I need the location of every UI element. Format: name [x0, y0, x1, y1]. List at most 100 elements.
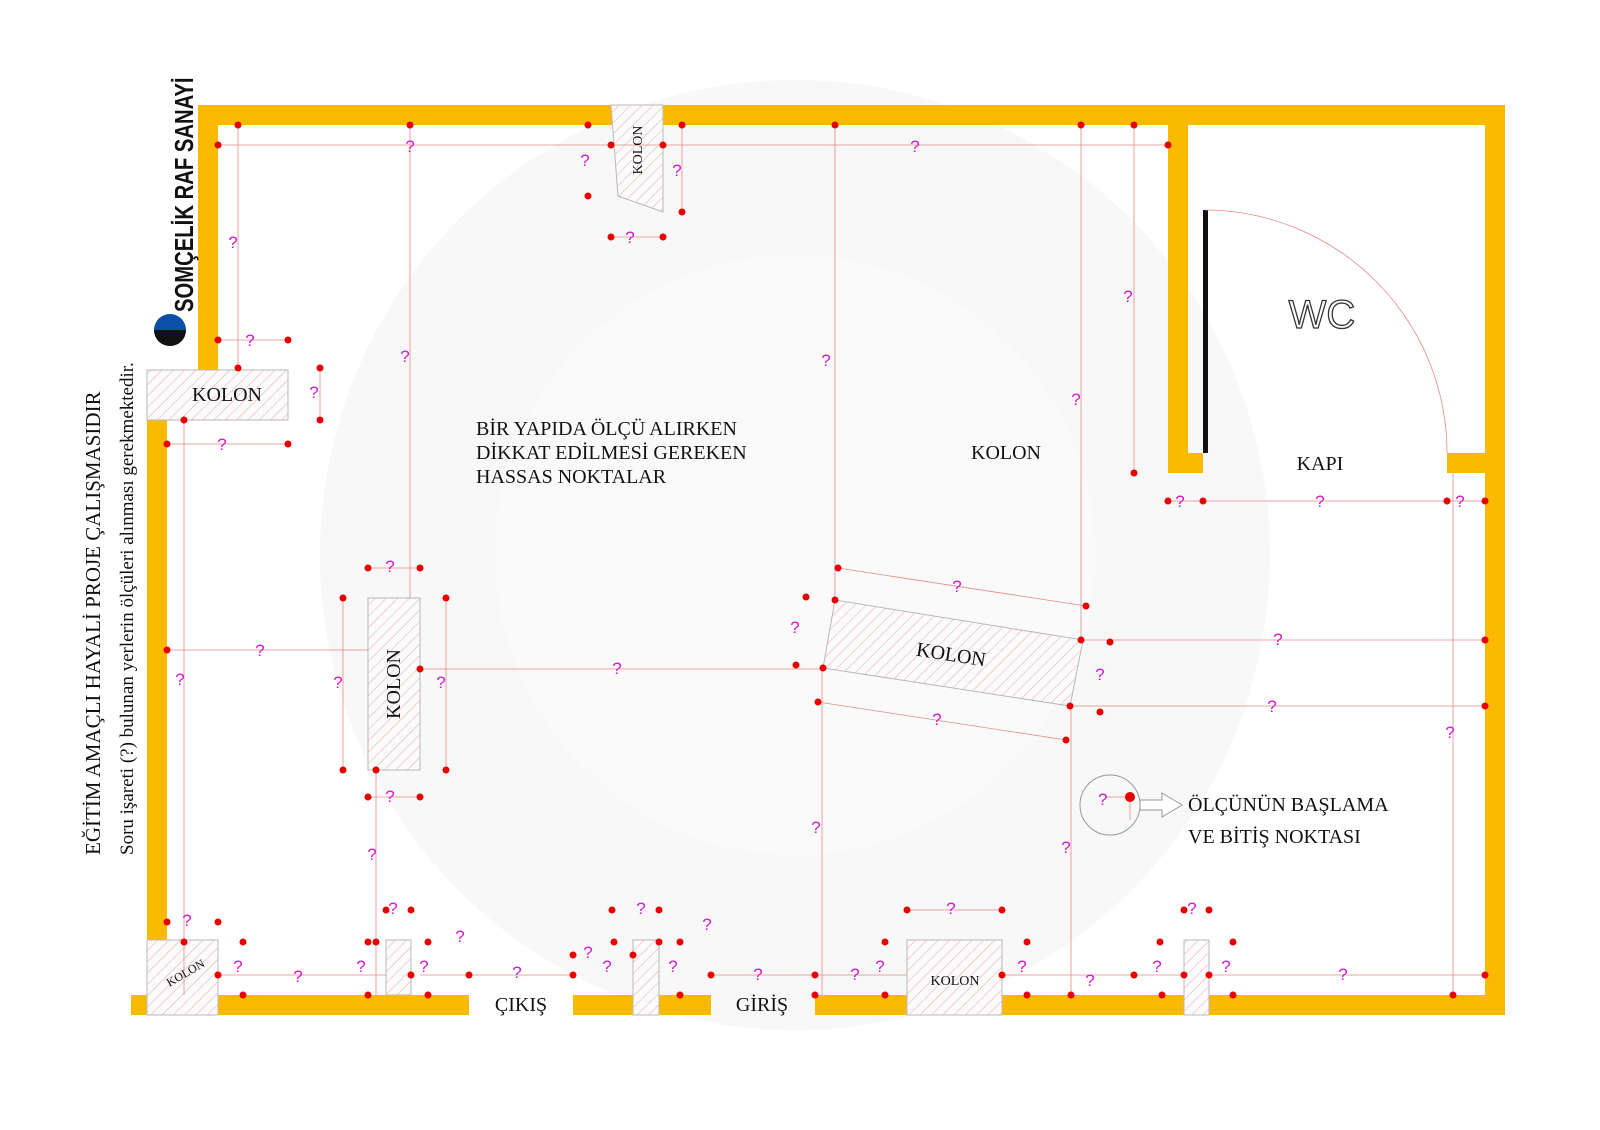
- measure-point: [372, 766, 380, 774]
- measure-point: [811, 991, 819, 999]
- question-mark: ?: [1152, 957, 1161, 976]
- question-mark: ?: [1273, 630, 1282, 649]
- question-mark: ?: [668, 957, 677, 976]
- question-mark: ?: [910, 137, 919, 156]
- measure-point: [610, 938, 618, 946]
- heading-line: DİKKAT EDİLMESİ GEREKEN: [476, 441, 747, 464]
- measure-point: [584, 121, 592, 129]
- measure-point: [1130, 121, 1138, 129]
- measure-point: [372, 938, 380, 946]
- measure-point: [629, 951, 637, 959]
- measure-point: [1096, 708, 1104, 716]
- legend-question-mark: ?: [1098, 790, 1107, 809]
- kolon-label: KOLON: [971, 442, 1041, 464]
- question-mark: ?: [1338, 965, 1347, 984]
- measure-point: [214, 141, 222, 149]
- measure-point: [1023, 938, 1031, 946]
- question-mark: ?: [946, 899, 955, 918]
- measure-point: [234, 121, 242, 129]
- measure-point: [834, 564, 842, 572]
- question-mark: ?: [1085, 971, 1094, 990]
- measure-point: [1067, 991, 1075, 999]
- measure-point: [676, 991, 684, 999]
- question-mark: ?: [612, 659, 621, 678]
- question-mark: ?: [309, 383, 318, 402]
- measure-point: [1205, 906, 1213, 914]
- question-mark: ?: [385, 787, 394, 806]
- measure-point: [1062, 736, 1070, 744]
- measure-point: [792, 661, 800, 669]
- question-mark: ?: [333, 673, 342, 692]
- measure-point: [608, 906, 616, 914]
- column-top: [610, 104, 664, 213]
- legend-line: VE BİTİŞ NOKTASI: [1188, 825, 1361, 848]
- question-mark: ?: [228, 233, 237, 252]
- door-label: KAPI: [1297, 453, 1344, 475]
- measure-point: [1164, 497, 1172, 505]
- question-mark: ?: [1123, 287, 1132, 306]
- measure-point: [802, 593, 810, 601]
- question-mark: ?: [1267, 697, 1276, 716]
- measure-point: [1077, 636, 1085, 644]
- question-mark: ?: [182, 911, 191, 930]
- measure-point: [659, 233, 667, 241]
- question-mark: ?: [217, 435, 226, 454]
- question-mark: ?: [293, 967, 302, 986]
- question-mark: ?: [636, 899, 645, 918]
- legend-line: ÖLÇÜNÜN BAŞLAMA: [1188, 793, 1389, 816]
- question-mark: ?: [245, 331, 254, 350]
- measure-point: [831, 596, 839, 604]
- measure-point: [163, 646, 171, 654]
- question-mark: ?: [1445, 723, 1454, 742]
- measure-point: [1106, 638, 1114, 646]
- question-mark: ?: [1071, 390, 1080, 409]
- measure-point: [998, 971, 1006, 979]
- measure-point: [607, 141, 615, 149]
- measure-point: [339, 766, 347, 774]
- measure-point: [407, 906, 415, 914]
- measure-point: [180, 938, 188, 946]
- measure-point: [1130, 469, 1138, 477]
- measure-point: [407, 971, 415, 979]
- measure-point: [655, 938, 663, 946]
- measure-point: [364, 938, 372, 946]
- dimension-line: [817, 701, 1067, 741]
- kolon-label: KOLON: [383, 649, 405, 719]
- question-mark: ?: [702, 915, 711, 934]
- question-mark: ?: [1455, 492, 1464, 511]
- measure-point: [234, 364, 242, 372]
- measure-point: [676, 938, 684, 946]
- measure-point: [998, 906, 1006, 914]
- measure-point: [811, 971, 819, 979]
- wc-label: WC: [1289, 293, 1356, 337]
- measure-point: [814, 698, 822, 706]
- legend: ? ÖLÇÜNÜN BAŞLAMA VE BİTİŞ NOKTASI: [1079, 774, 1389, 848]
- arrow-right-icon: [1139, 792, 1183, 818]
- measure-point: [364, 564, 372, 572]
- measure-point: [239, 991, 247, 999]
- question-mark: ?: [753, 965, 762, 984]
- measure-point: [424, 991, 432, 999]
- measure-point: [339, 594, 347, 602]
- question-mark: ?: [932, 710, 941, 729]
- question-mark: ?: [1187, 899, 1196, 918]
- measure-point: [1229, 991, 1237, 999]
- measure-point: [214, 971, 222, 979]
- measure-point: [1481, 636, 1489, 644]
- question-mark: ?: [512, 963, 521, 982]
- measure-point: [416, 564, 424, 572]
- measure-point: [442, 594, 450, 602]
- question-mark: ?: [1221, 957, 1230, 976]
- measure-point: [903, 906, 911, 914]
- measure-point: [416, 793, 424, 801]
- question-mark: ?: [175, 670, 184, 689]
- measure-point: [881, 991, 889, 999]
- entrance-label: GİRİŞ: [736, 993, 788, 1016]
- heading-line: HASSAS NOKTALAR: [476, 466, 667, 488]
- measure-point: [1229, 938, 1237, 946]
- measure-point: [1199, 497, 1207, 505]
- measure-point: [1205, 971, 1213, 979]
- measure-points: [163, 121, 1489, 999]
- measure-point: [1481, 702, 1489, 710]
- question-mark: ?: [419, 957, 428, 976]
